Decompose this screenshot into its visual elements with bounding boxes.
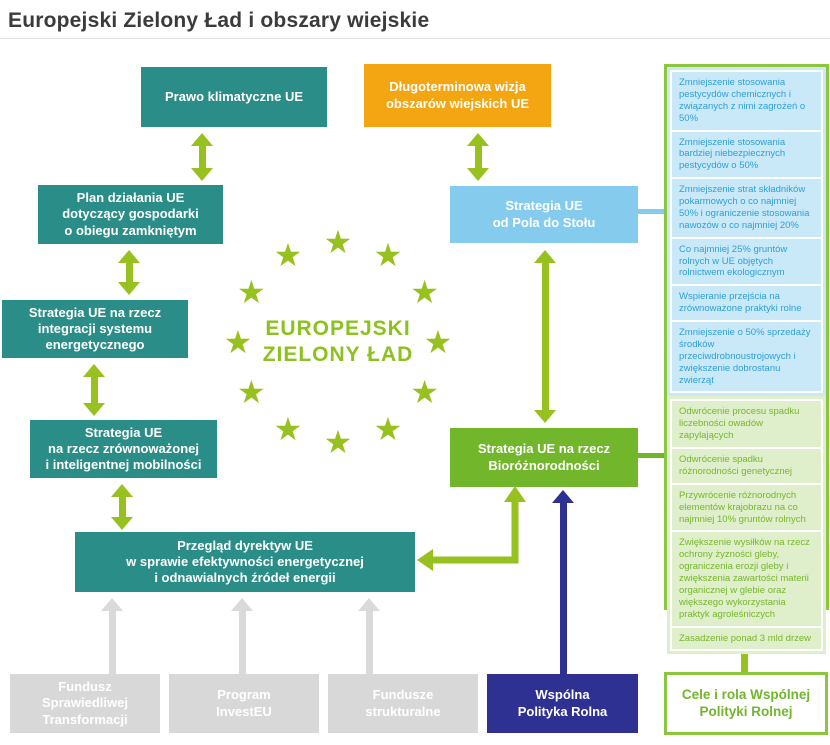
- box-fundusze-strukturalne: Fundusze strukturalne: [328, 674, 478, 733]
- double-arrow-icon: [191, 133, 213, 181]
- eu-star-icon: ★: [410, 374, 439, 410]
- goal-item: Zmniejszenie o 50% sprzedaży środków prz…: [670, 320, 823, 394]
- goal-item: Przywrócenie różnorodnych elementów kraj…: [670, 482, 823, 533]
- box-wspolna-polityka-rolna: Wspólna Polityka Rolna: [487, 674, 638, 733]
- up-arrow-icon: [552, 490, 574, 674]
- goal-item: Odwrócenie spadku różnorodności genetycz…: [670, 447, 823, 485]
- box-strategia-integracji: Strategia UE na rzecz integracji systemu…: [2, 300, 188, 358]
- eu-star-icon: ★: [223, 324, 253, 360]
- farm-to-fork-goals-list: Zmniejszenie stosowania pestycydów chemi…: [667, 67, 826, 397]
- box-strategia-bioroznorodnosci: Strategia UE na rzecz Bioróżnorodności: [450, 428, 638, 487]
- eu-star-icon: ★: [323, 224, 353, 260]
- box-prawo-klimatyczne: Prawo klimatyczne UE: [141, 67, 327, 127]
- up-arrow-icon: [101, 598, 123, 674]
- goal-item: Zwiększenie wysiłków na rzecz ochrony ży…: [670, 530, 823, 628]
- goal-item: Co najmniej 25% gruntów rolnych w UE obj…: [670, 236, 823, 287]
- eu-star-icon: ★: [323, 424, 353, 460]
- eu-star-icon: ★: [237, 374, 266, 410]
- eu-star-icon: ★: [373, 410, 403, 447]
- box-cele-i-rola: Cele i rola Wspólnej Polityki Rolnej: [664, 672, 828, 735]
- goal-item: Zasadzenie ponad 3 mld drzew: [670, 625, 823, 652]
- box-fundusz-sprawiedliwej: Fundusz Sprawiedliwej Transformacji: [10, 674, 160, 733]
- goal-item: Zmniejszenie strat składników pokarmowyc…: [670, 177, 823, 239]
- box-strategia-pola-do-stolu: Strategia UE od Pola do Stołu: [450, 186, 638, 243]
- up-arrow-icon: [358, 598, 380, 674]
- biodiversity-goals-list: Odwrócenie procesu spadku liczebności ow…: [667, 396, 826, 655]
- goal-item: Zmniejszenie stosowania bardziej niebezp…: [670, 129, 823, 180]
- box-przeglad-dyrektyw: Przegląd dyrektyw UE w sprawie efektywno…: [75, 532, 415, 592]
- double-arrow-icon: [111, 484, 133, 530]
- goal-item: Wspieranie przejścia na zrównoważone pra…: [670, 284, 823, 322]
- double-arrow-icon: [534, 250, 556, 423]
- page-header: Europejski Zielony Ład i obszary wiejski…: [0, 0, 830, 39]
- eu-star-icon: ★: [237, 274, 266, 310]
- up-arrow-icon: [231, 598, 253, 674]
- goal-item: Zmniejszenie stosowania pestycydów chemi…: [670, 70, 823, 132]
- connector-line: [638, 209, 664, 214]
- box-dlugoterminowa-wizja: Długoterminowa wizja obszarów wiejskich …: [364, 64, 551, 127]
- page-title: Europejski Zielony Ład i obszary wiejski…: [8, 9, 430, 32]
- eu-star-icon: ★: [273, 410, 303, 447]
- double-arrow-icon: [118, 250, 140, 295]
- double-arrow-icon: [467, 133, 489, 181]
- green-deal-wordmark: EUROPEJSKI ZIELONY ŁAD: [262, 316, 414, 366]
- box-strategia-mobilnosci: Strategia UE na rzecz zrównoważonej i in…: [30, 420, 217, 478]
- eu-star-icon: ★: [273, 237, 303, 274]
- goals-panel: Zmniejszenie stosowania pestycydów chemi…: [664, 64, 829, 655]
- double-arrow-icon: [83, 364, 105, 416]
- box-program-investeu: Program InvestEU: [169, 674, 319, 733]
- box-plan-dzialania: Plan działania UE dotyczący gospodarki o…: [38, 185, 223, 244]
- connector-line: [638, 453, 664, 458]
- eu-star-icon: ★: [423, 324, 453, 360]
- elbow-double-arrow-icon: [417, 486, 526, 571]
- goal-item: Odwrócenie procesu spadku liczebności ow…: [670, 399, 823, 449]
- eu-star-icon: ★: [410, 274, 439, 310]
- eu-star-icon: ★: [373, 237, 403, 274]
